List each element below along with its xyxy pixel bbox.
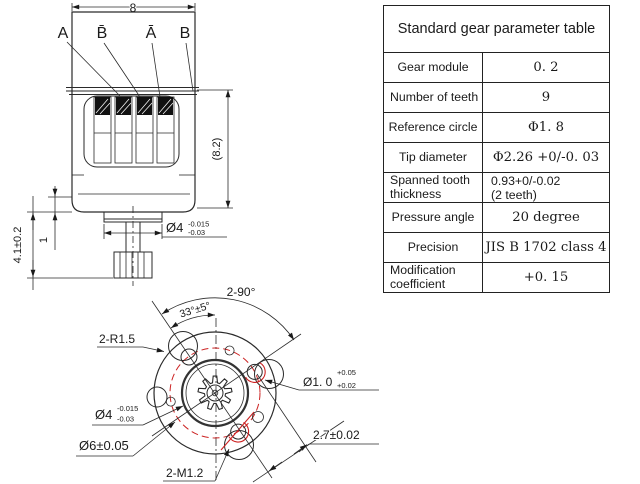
row-value: +0. 15: [523, 270, 569, 285]
front-view: 8 A B̄ Ā B: [11, 0, 233, 290]
dim-fillet-radius: 2-R1.5: [99, 332, 135, 346]
dim-bore-diameter: Ø4: [95, 407, 112, 422]
row-value: Φ1. 8: [528, 120, 564, 135]
coil-terminals: [93, 96, 175, 164]
dim-pitch-circle: Ø6±0.05: [79, 438, 129, 453]
row-label: Spanned tooth thickness: [384, 173, 483, 202]
table-row: Modification coefficient +0. 15: [384, 263, 609, 292]
dim-pin-tol-lower: +0.02: [337, 381, 356, 390]
dim-boss-tol-upper: -0.015: [188, 220, 209, 229]
dim-bore-tol-upper: -0.015: [117, 404, 138, 413]
row-label: Reference circle: [384, 113, 483, 142]
row-label: Tip diameter: [384, 143, 483, 172]
row-value: 0.93+0/-0.02 (2 teeth): [491, 173, 561, 202]
phase-label-a: A: [58, 25, 69, 42]
bottom-view: 2-90° 33°±5° 2-R1.5 Ø4 -0.015 -0.03 Ø6±0…: [76, 284, 379, 483]
table-row: Number of teeth 9: [384, 83, 609, 113]
row-label: Modification coefficient: [384, 263, 483, 292]
row-label: Precision: [384, 233, 483, 262]
table-row: Tip diameter Φ2.26 +0/-0. 03: [384, 143, 609, 173]
dim-pin-diameter: Ø1. 0: [303, 375, 333, 389]
row-label: Gear module: [384, 53, 483, 82]
row-value: 9: [541, 90, 551, 105]
row-value: 0. 2: [533, 60, 559, 75]
phase-label-b: B: [180, 25, 191, 42]
row-value: Φ2.26 +0/-0. 03: [492, 150, 600, 165]
row-value: JIS B 1702 class 4: [485, 240, 607, 255]
pinion-gear: [197, 375, 233, 411]
gear-parameter-table: Standard gear parameter table Gear modul…: [383, 5, 610, 293]
dim-body-width: 8: [130, 1, 137, 15]
dim-bore-tol-lower: -0.03: [117, 415, 134, 424]
dim-pin-tol-upper: +0.05: [337, 368, 356, 377]
table-row: Spanned tooth thickness 0.93+0/-0.02 (2 …: [384, 173, 609, 203]
row-label: Number of teeth: [384, 83, 483, 112]
dim-body-height: (8.2): [211, 138, 223, 161]
dim-thread-size: 2-M1.2: [166, 466, 204, 480]
dim-boss-tol-lower: -0.03: [188, 228, 205, 237]
row-value: 20 degree: [512, 210, 580, 225]
phase-label-bbar: B̄: [97, 25, 108, 42]
phase-label-abar: Ā: [146, 24, 157, 42]
table-title: Standard gear parameter table: [384, 6, 609, 53]
row-label: Pressure angle: [384, 203, 483, 232]
dim-hole-spacing: 2.7±0.02: [313, 428, 360, 442]
dim-angle-90: 2-90°: [227, 285, 256, 299]
table-row: Gear module 0. 2: [384, 53, 609, 83]
table-row: Pressure angle 20 degree: [384, 203, 609, 233]
table-row: Reference circle Φ1. 8: [384, 113, 609, 143]
table-row: Precision JIS B 1702 class 4: [384, 233, 609, 263]
dim-step-height: 1: [38, 237, 50, 243]
dim-boss-diameter: Ø4: [166, 220, 183, 235]
dim-shaft-length: 4.1±0.2: [12, 227, 24, 264]
